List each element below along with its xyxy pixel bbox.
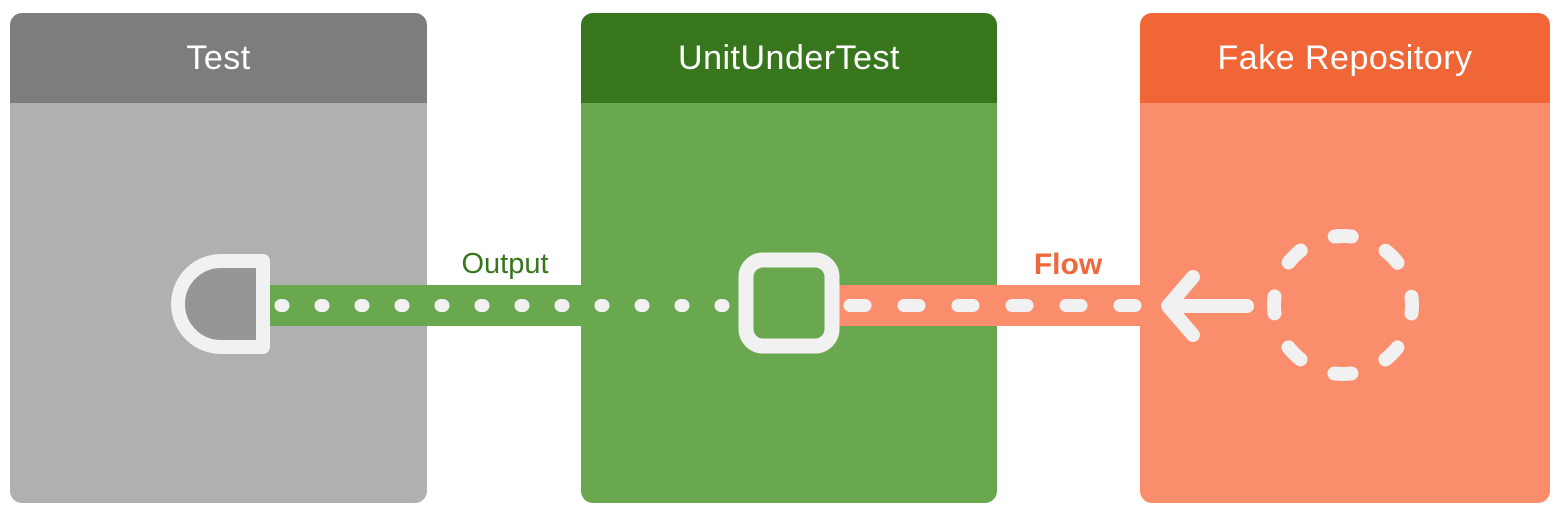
box-unit-under-test: UnitUnderTest: [581, 13, 997, 503]
box-test-body: [10, 103, 427, 503]
box-test: Test: [10, 13, 427, 503]
box-fake-repository-header: Fake Repository: [1140, 13, 1550, 103]
box-fake-repository-body: [1140, 103, 1550, 503]
box-fake-repository-title: Fake Repository: [1217, 38, 1473, 77]
flow-label: Flow: [1033, 248, 1103, 281]
output-label: Output: [461, 248, 549, 280]
box-unit-under-test-title: UnitUnderTest: [678, 38, 900, 77]
box-unit-under-test-header: UnitUnderTest: [581, 13, 997, 103]
box-unit-under-test-body: [581, 103, 997, 503]
box-test-header: Test: [10, 13, 427, 103]
box-test-title: Test: [186, 38, 251, 77]
box-fake-repository: Fake Repository: [1140, 13, 1550, 503]
